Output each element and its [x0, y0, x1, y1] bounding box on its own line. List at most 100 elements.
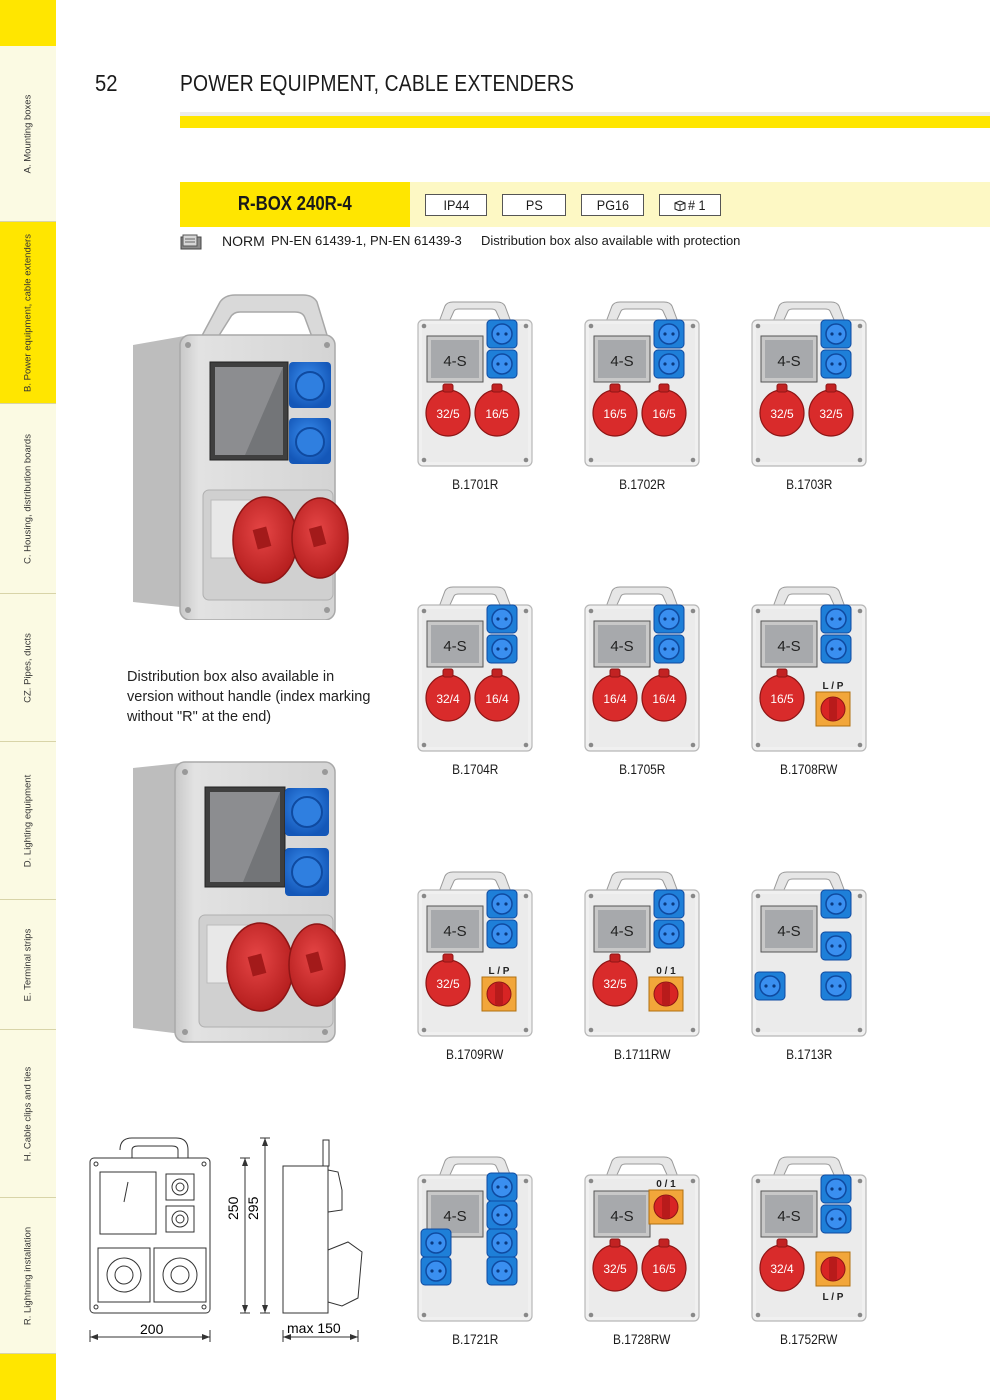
switch-label: L / P — [823, 681, 844, 692]
variant-code: B.1713R — [749, 1046, 869, 1062]
screw-head — [857, 608, 863, 614]
breaker-label: 4-S — [610, 638, 633, 655]
blue-socket — [486, 634, 518, 664]
handle-shape — [772, 1156, 846, 1178]
screw-head — [857, 323, 863, 329]
handle-shape — [438, 586, 512, 608]
variant-diagram: 4-S — [417, 1156, 533, 1322]
rotary-switch: 0 / 1 — [648, 966, 684, 1012]
blue-socket — [420, 1256, 452, 1286]
switch-label: L / P — [823, 1292, 844, 1303]
screw-head — [857, 1027, 863, 1033]
switch-label: 0 / 1 — [656, 966, 676, 977]
handle-shape — [605, 301, 679, 323]
red-socket: 16/5 — [592, 383, 638, 437]
red-socket-rating: 16/4 — [652, 692, 676, 706]
screw-head — [755, 457, 761, 463]
variant-code: B.1705R — [582, 761, 702, 777]
dim-height-inner: 250 — [225, 1196, 241, 1220]
sidebar-tab-housing[interactable]: C. Housing, distribution boards — [0, 404, 56, 594]
breaker-glass — [431, 910, 479, 948]
red-socket-rating: 16/4 — [603, 692, 627, 706]
handle-shape — [605, 871, 679, 893]
norm-label: NORM — [222, 233, 265, 249]
blue-socket — [820, 971, 852, 1001]
red-socket-rating: 16/5 — [770, 692, 794, 706]
sidebar-tab-cable-clips[interactable]: H. Cable clips and ties — [0, 1030, 56, 1198]
screw-head — [588, 457, 594, 463]
red-socket: 32/4 — [425, 668, 471, 722]
product-photo-with-handle — [133, 294, 349, 620]
blue-socket — [820, 604, 852, 634]
blue-socket — [486, 349, 518, 379]
badge-gland-text: PG16 — [596, 197, 629, 213]
blue-socket — [820, 1204, 852, 1234]
product-photo-without-handle — [133, 761, 346, 1043]
screw-head — [523, 742, 529, 748]
product-name-text: R-BOX 240R-4 — [238, 193, 352, 215]
red-socket-rating: 32/4 — [770, 1262, 794, 1276]
breaker-label: 4-S — [443, 923, 466, 940]
blue-socket — [653, 889, 685, 919]
screw-head — [755, 323, 761, 329]
variant-diagram: 4-S — [751, 871, 867, 1037]
sidebar-tab-power-equipment[interactable]: B. Power equipment, cable extenders — [0, 222, 56, 404]
sidebar-tab-label: E. Terminal strips — [22, 928, 34, 1001]
screw-head — [588, 608, 594, 614]
red-socket: 16/4 — [474, 668, 520, 722]
package-icon — [674, 200, 686, 212]
variant-code-text: B.1703R — [785, 476, 833, 492]
sidebar-tab-lightning[interactable]: R. Lightning installation — [0, 1198, 56, 1354]
switch-label: 0 / 1 — [656, 1179, 676, 1190]
screw-head — [690, 1027, 696, 1033]
badge-gland: PG16 — [581, 194, 644, 216]
screw-head — [523, 457, 529, 463]
blue-socket — [486, 1200, 518, 1230]
sidebar-tab-terminal-strips[interactable]: E. Terminal strips — [0, 900, 56, 1030]
breaker-label: 4-S — [777, 638, 800, 655]
variant-card: 4-S B.1713R — [749, 870, 869, 1062]
breaker-glass — [598, 910, 646, 948]
screw-head — [523, 1178, 529, 1184]
screw-head — [690, 1312, 696, 1318]
handle-shape — [438, 871, 512, 893]
screw-head — [857, 457, 863, 463]
blue-socket — [820, 634, 852, 664]
blue-socket — [486, 1256, 518, 1286]
badge-package: # 1 — [659, 194, 721, 216]
breaker-glass — [765, 340, 813, 378]
breaker-glass — [598, 340, 646, 378]
sidebar-tab-pipes[interactable]: CZ. Pipes, ducts — [0, 594, 56, 742]
sidebar-tab-label: D. Lighting equipment — [22, 774, 34, 867]
sidebar-tab-mounting-boxes[interactable]: A. Mounting boxes — [0, 46, 56, 222]
blue-socket — [486, 919, 518, 949]
handle-shape — [772, 301, 846, 323]
screw-head — [690, 608, 696, 614]
red-socket-rating: 16/5 — [485, 407, 509, 421]
handle-shape — [772, 586, 846, 608]
screw-head — [690, 742, 696, 748]
variant-diagram: 4-S 16/5 L / P — [751, 586, 867, 752]
variant-code: B.1709RW — [415, 1046, 535, 1062]
sidebar-tab-label: B. Power equipment, cable extenders — [22, 233, 34, 392]
product-name: R-BOX 240R-4 — [180, 182, 410, 227]
variant-diagram: 4-S 16/4 16/4 — [584, 586, 700, 752]
red-socket: 16/5 — [474, 383, 520, 437]
variant-code-text: B.1704R — [451, 761, 499, 777]
screw-head — [523, 1027, 529, 1033]
breaker-label: 4-S — [610, 923, 633, 940]
screw-head — [690, 1178, 696, 1184]
badge-ip-rating-text: IP44 — [443, 197, 469, 213]
badge-package-text: # 1 — [688, 197, 706, 213]
sidebar-tab-lighting[interactable]: D. Lighting equipment — [0, 742, 56, 900]
red-socket-rating: 32/5 — [436, 407, 460, 421]
page-title: POWER EQUIPMENT, CABLE EXTENDERS — [180, 70, 574, 96]
screw-head — [523, 1312, 529, 1318]
red-socket: 32/5 — [592, 953, 638, 1007]
breaker-label: 4-S — [777, 923, 800, 940]
